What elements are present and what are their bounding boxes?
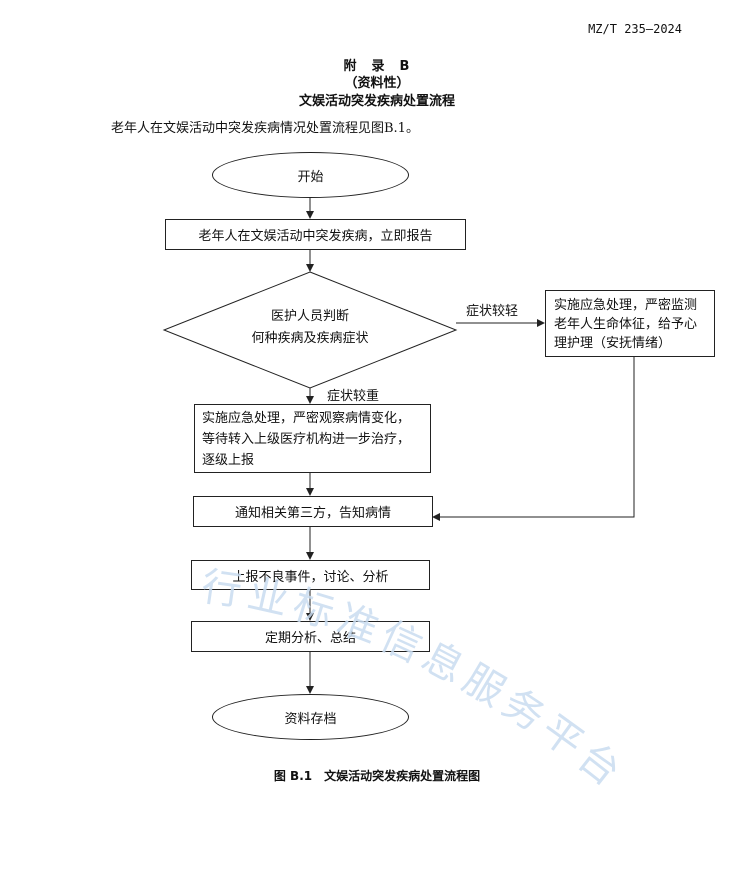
appendix-nature: （资料性） [344, 76, 410, 91]
severe-line-1: 实施应急处理，严密观察病情变化， [202, 411, 411, 426]
mild-line-3: 理护理（安抚情绪） [554, 336, 672, 351]
appendix-title: 附 录 B [343, 59, 411, 74]
notify-step: 通知相关第三方，告知病情 [193, 496, 433, 527]
summary-step: 定期分析、总结 [191, 621, 430, 652]
mild-branch-label: 症状较轻 [466, 304, 519, 319]
mild-line-2: 老年人生命体征，给予心 [554, 317, 698, 332]
decision-line-1: 医护人员判断 [270, 309, 349, 324]
report-label: 老年人在文娱活动中突发疾病，立即报告 [198, 229, 433, 244]
adverse-event-label: 上报不良事件，讨论、分析 [232, 569, 389, 585]
summary-label: 定期分析、总结 [264, 631, 356, 646]
decision-line-2: 何种疾病及疾病症状 [251, 331, 369, 346]
severe-line-2: 等待转入上级医疗机构进一步治疗， [202, 432, 411, 447]
mild-line-1: 实施应急处理，严密监测 [554, 298, 698, 313]
mild-handling-step: 实施应急处理，严密监测 老年人生命体征，给予心 理护理（安抚情绪） [545, 290, 715, 357]
severe-branch-label: 症状较重 [327, 389, 380, 404]
adverse-event-step: 上报不良事件，讨论、分析 [191, 560, 430, 590]
archive-label: 资料存档 [284, 711, 337, 727]
report-step: 老年人在文娱活动中突发疾病，立即报告 [165, 219, 466, 250]
start-terminal: 开始 [212, 152, 409, 198]
severe-line-3: 逐级上报 [202, 453, 255, 468]
notify-label: 通知相关第三方，告知病情 [234, 506, 391, 521]
severe-handling-step: 实施应急处理，严密观察病情变化， 等待转入上级医疗机构进一步治疗， 逐级上报 [194, 404, 431, 473]
figure-caption: 图 B.1 文娱活动突发疾病处置流程图 [273, 769, 481, 783]
start-label: 开始 [297, 169, 324, 185]
document-code: MZ/T 235—2024 [588, 22, 682, 36]
intro-paragraph: 老年人在文娱活动中突发疾病情况处置流程见图B.1。 [111, 121, 419, 136]
decision-text: 医护人员判断 何种疾病及疾病症状 [200, 306, 420, 350]
archive-terminal: 资料存档 [212, 694, 409, 740]
appendix-heading: 文娱活动突发疾病处置流程 [298, 94, 455, 109]
